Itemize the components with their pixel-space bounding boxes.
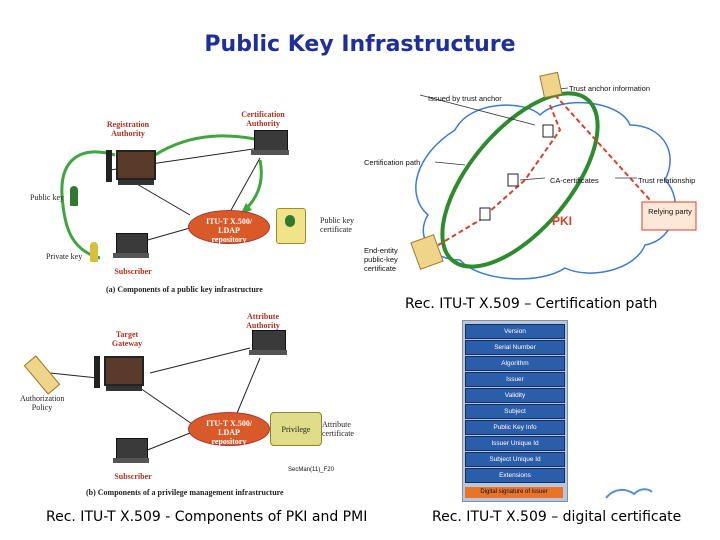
private-key-label: Private key xyxy=(46,252,83,261)
components-caption: Rec. ITU-T X.509 - Components of PKI and… xyxy=(46,509,368,525)
pki-cloud-label: PKI xyxy=(552,214,573,228)
bird-icon xyxy=(605,488,653,499)
relying-party-label: Relying party xyxy=(648,207,692,216)
private-key-icon xyxy=(90,242,98,262)
privilege-label: Privilege xyxy=(281,425,311,434)
digital-certificate-caption: Rec. ITU-T X.509 – digital certificate xyxy=(432,509,682,525)
certification-path-diagram: Issued by trust anchor Trust anchor info… xyxy=(360,70,710,285)
certificate-field: Algorithm xyxy=(465,356,565,371)
pmi-repository-label: ITU-T X.500/ LDAP repository xyxy=(205,419,253,446)
pki-caption: (a) Components of a public key infrastru… xyxy=(106,285,263,294)
pmi-components-diagram: Target Gateway Attribute Authority Autho… xyxy=(20,308,380,503)
pmi-caption: (b) Components of a privilege management… xyxy=(86,488,284,497)
trust-relationship-label: Trust relationship xyxy=(638,176,696,185)
issued-by-trust-anchor-label: Issued by trust anchor xyxy=(428,94,502,103)
certificate-signature-bar: Digital signature of issuer xyxy=(465,487,563,498)
certificate-field: Serial Number xyxy=(465,340,565,355)
end-entity-certificate-label: End-entity public-key certificate xyxy=(364,246,398,273)
pki-repository: ITU-T X.500/ LDAP repository xyxy=(188,210,270,244)
certificate-scroll-icon xyxy=(276,208,306,244)
certification-authority-label: Certification Authority xyxy=(241,110,285,128)
target-gateway-label: Target Gateway xyxy=(111,330,143,348)
certificate-field: Validity xyxy=(465,388,565,403)
pmi-arrows xyxy=(49,347,261,454)
certificate-field: Public Key Info xyxy=(465,420,565,435)
pki-subscriber-label: Subscriber xyxy=(114,267,152,276)
privilege-scroll: Privilege xyxy=(270,412,322,446)
attribute-authority-label: Attribute Authority xyxy=(246,312,280,330)
certification-path-graphic xyxy=(410,71,697,280)
authorization-policy-label: Authorization Policy xyxy=(20,394,65,412)
pmi-repository: ITU-T X.500/ LDAP repository xyxy=(188,412,270,446)
attribute-certificate-label: Attribute certificate xyxy=(322,420,354,438)
ca-certificates-label: CA-certificates xyxy=(550,176,599,185)
pmi-subscriber-label: Subscriber xyxy=(114,472,152,481)
registration-authority-label: Registration Authority xyxy=(106,120,150,138)
trust-anchor-information-label: Trust anchor information xyxy=(569,84,651,93)
certificate-field: Extensions xyxy=(465,468,565,483)
slide-title: Public Key Infrastructure xyxy=(204,32,516,57)
certification-path-label: Certification path xyxy=(364,158,421,167)
public-key-icon xyxy=(70,186,78,206)
public-key-label: Public key xyxy=(30,193,64,202)
certificate-field: Subject Unique Id xyxy=(465,452,565,467)
certificate-field: Version xyxy=(465,324,565,339)
certification-path-caption: Rec. ITU-T X.509 – Certification path xyxy=(405,296,658,312)
pmi-figure-id: SecMan(11)_F20 xyxy=(288,467,334,473)
certificate-field: Subject xyxy=(465,404,565,419)
decorative-bird-logo xyxy=(604,486,654,505)
pki-repository-label: ITU-T X.500/ LDAP repository xyxy=(205,217,253,244)
certificate-field: Issuer Unique Id xyxy=(465,436,565,451)
pki-components-diagram: Registration Authority Certification Aut… xyxy=(20,100,380,300)
public-key-certificate-label: Public key certificate xyxy=(320,216,354,234)
pki-arrows xyxy=(60,134,263,260)
certificate-field: Issuer xyxy=(465,372,565,387)
